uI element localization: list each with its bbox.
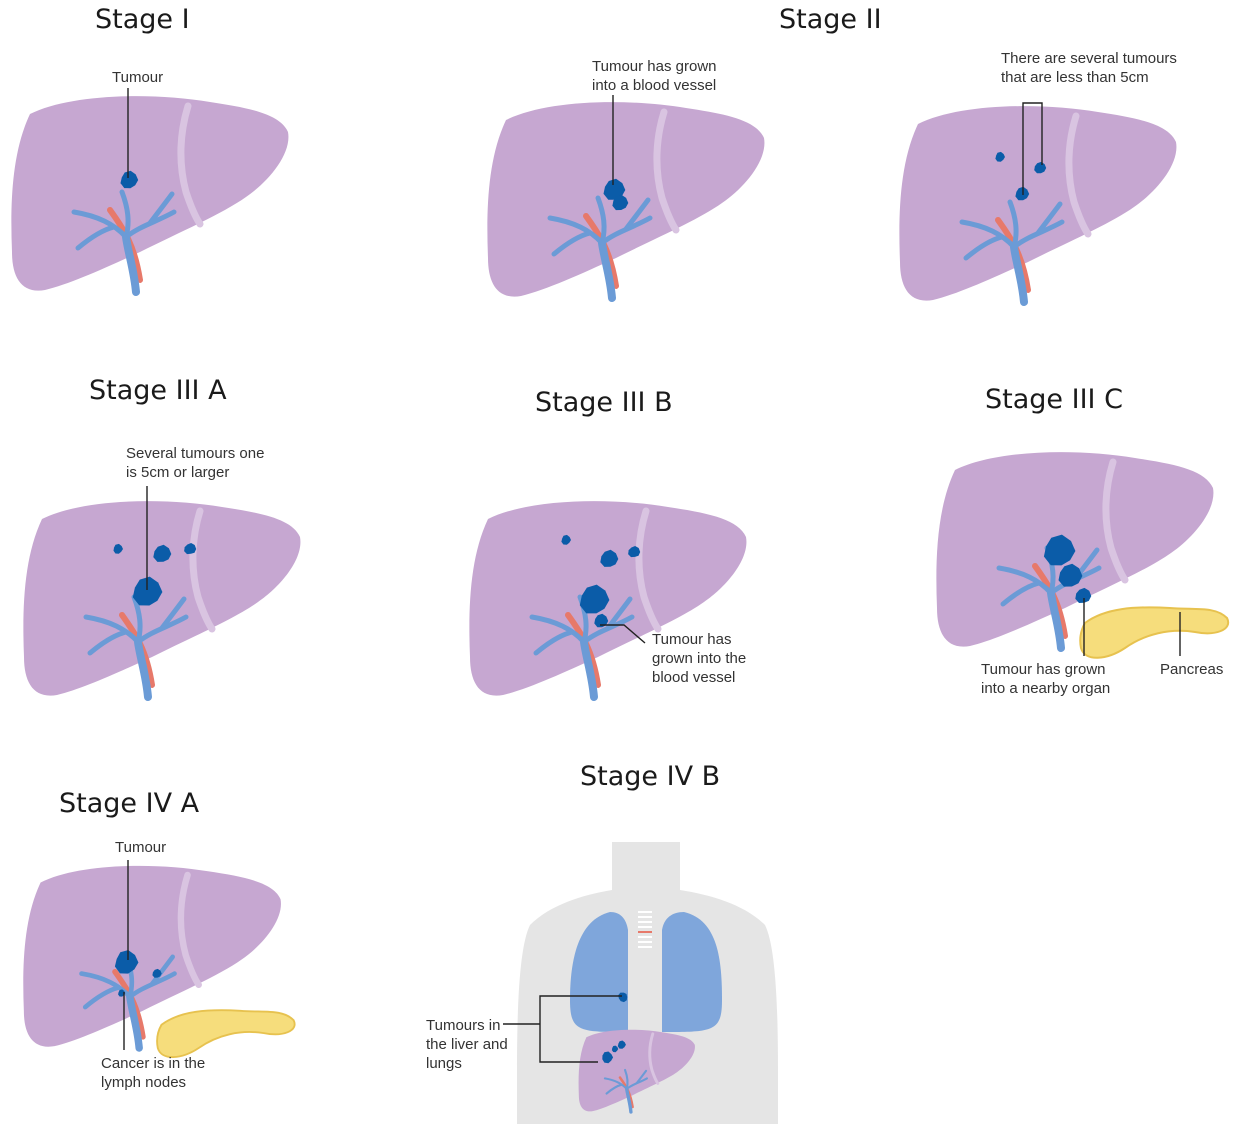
- liver-lobe: [899, 106, 1176, 300]
- stage-4a-title: Stage IV A: [59, 788, 199, 819]
- pancreas-organ: [1080, 607, 1228, 657]
- stage-3b-vessel-label: Tumour has grown into the blood vessel: [652, 630, 746, 687]
- stage-3a-tumours-label: Several tumours one is 5cm or larger: [126, 444, 264, 482]
- stage-2-liver-several: [899, 106, 1176, 302]
- stage-3a-title: Stage III A: [89, 375, 227, 406]
- stage-3c-liver: [936, 452, 1228, 658]
- stage-1-liver: [11, 96, 288, 292]
- liver-lobe: [11, 96, 288, 290]
- stage-3a-liver: [23, 501, 300, 697]
- stage-4a-tumour-label: Tumour: [115, 838, 166, 857]
- stage-2-several-tumours-label: There are several tumours that are less …: [1001, 49, 1177, 87]
- stage-3c-pancreas-label: Pancreas: [1160, 660, 1223, 679]
- stage-4a-lymph-label: Cancer is in the lymph nodes: [101, 1054, 205, 1092]
- stage-3c-organ-label: Tumour has grown into a nearby organ: [981, 660, 1110, 698]
- stage-2-liver-vessel: [487, 102, 764, 298]
- stage-2-blood-vessel-label: Tumour has grown into a blood vessel: [592, 57, 717, 95]
- pancreas-organ: [157, 1010, 295, 1057]
- stage-4a-liver: [23, 866, 294, 1057]
- stage-4b-tumours-label: Tumours in the liver and lungs: [426, 1016, 508, 1073]
- stage-4b-title: Stage IV B: [580, 761, 720, 792]
- stage-1-title: Stage I: [95, 4, 190, 35]
- stage-1-tumour-label: Tumour: [112, 68, 163, 87]
- stage-2-title: Stage II: [779, 4, 882, 35]
- stage-3b-title: Stage III B: [535, 387, 673, 418]
- liver-lobe: [23, 501, 300, 695]
- stage-3c-title: Stage III C: [985, 384, 1123, 415]
